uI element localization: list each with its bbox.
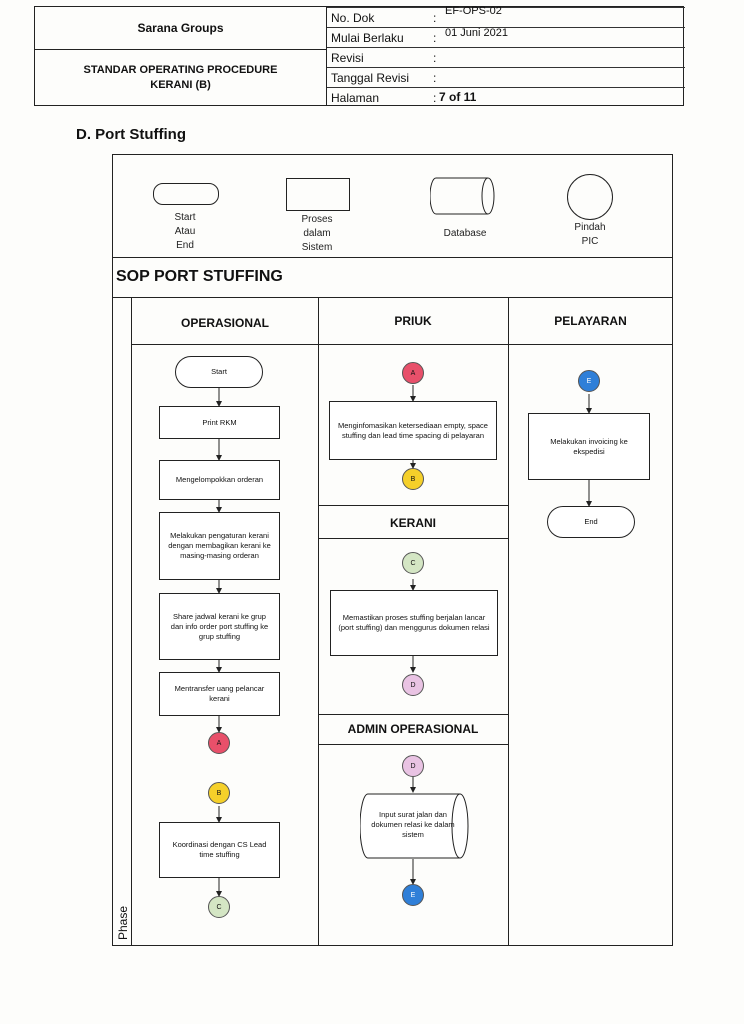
database-shape xyxy=(360,793,469,859)
legend-database-shape xyxy=(430,177,495,215)
connector-d-icon: D xyxy=(402,755,424,777)
legend-text: Atau xyxy=(174,226,196,237)
lane-divider xyxy=(318,298,319,946)
meta-row-halaman: Halaman : 7 of 11 xyxy=(327,87,685,106)
meta-row-tanggal-revisi: Tanggal Revisi : xyxy=(327,67,685,88)
meta-value: EF-OPS-02 xyxy=(445,5,502,17)
legend-database-label: Database xyxy=(443,228,487,239)
lane-title-priuk: PRIUK xyxy=(394,314,432,328)
document-header: Sarana Groups STANDAR OPERATING PROCEDUR… xyxy=(34,5,685,106)
process-print-rkm: Print RKM xyxy=(159,406,280,439)
flowchart-frame xyxy=(112,154,673,946)
sop-title-line2: KERANI (B) xyxy=(150,78,211,91)
lane-divider xyxy=(508,298,509,946)
section-title: D. Port Stuffing xyxy=(76,126,186,143)
database-input-surat-jalan: Input surat jalan dan dokumen relasi ke … xyxy=(371,810,455,839)
legend-text: PIC xyxy=(581,236,599,247)
end-terminator: End xyxy=(547,506,635,538)
connector-e-icon: E xyxy=(402,884,424,906)
meta-label: Tanggal Revisi xyxy=(331,71,410,85)
sop-title: SOP PORT STUFFING xyxy=(116,268,283,285)
process-menginfomasikan-ketersediaan: Menginfomasikan ketersediaan empty, spac… xyxy=(329,401,497,460)
process-melakukan-invoicing: Melakukan invoicing ke ekspedisi xyxy=(528,413,650,480)
connector-c-icon: C xyxy=(208,896,230,918)
lane-title-kerani: KERANI xyxy=(389,516,436,530)
lane-header-line xyxy=(132,344,673,345)
process-mengelompokkan-orderan: Mengelompokkan orderan xyxy=(159,460,280,500)
lane-header-line xyxy=(318,714,508,715)
lane-header-line xyxy=(318,538,508,539)
meta-colon: : xyxy=(433,51,437,65)
process-mentransfer-uang: Mentransfer uang pelancar kerani xyxy=(159,672,280,716)
legend-start-end-shape xyxy=(153,183,219,205)
connector-c-icon: C xyxy=(402,552,424,574)
legend-text: Pindah xyxy=(574,222,606,233)
meta-colon: : xyxy=(433,91,437,105)
sop-title-band xyxy=(112,257,673,298)
process-koordinasi-cs: Koordinasi dengan CS Lead time stuffing xyxy=(159,822,280,878)
legend-text: dalam xyxy=(303,228,331,239)
start-terminator: Start xyxy=(175,356,263,388)
title-cell: STANDAR OPERATING PROCEDURE KERANI (B) xyxy=(35,50,327,105)
meta-row-no-dok: No. Dok : EF-OPS-02 xyxy=(327,5,685,28)
process-pengaturan-kerani: Melakukan pengaturan kerani dengan memba… xyxy=(159,512,280,580)
lane-title-pelayaran: PELAYARAN xyxy=(554,314,627,328)
connector-a-icon: A xyxy=(208,732,230,754)
connector-d-icon: D xyxy=(402,674,424,696)
lane-header-line xyxy=(318,744,508,745)
legend-text: Sistem xyxy=(301,242,333,253)
legend-text: Proses xyxy=(301,214,333,225)
process-memastikan-stuffing: Memastikan proses stuffing berjalan lanc… xyxy=(330,590,498,656)
meta-row-mulai-berlaku: Mulai Berlaku : 01 Juni 2021 xyxy=(327,27,685,48)
meta-colon: : xyxy=(433,71,437,85)
connector-b-icon: B xyxy=(402,468,424,490)
connector-e-icon: E xyxy=(578,370,600,392)
meta-value: 7 of 11 xyxy=(439,90,477,104)
lane-title-operasional: OPERASIONAL xyxy=(180,316,269,330)
meta-value: 01 Juni 2021 xyxy=(445,27,508,39)
legend-process-shape xyxy=(286,178,350,211)
meta-label: Mulai Berlaku xyxy=(331,31,404,45)
legend-start-end-label: Start Atau End xyxy=(150,211,220,253)
legend-text: Start xyxy=(174,212,196,223)
meta-label: Halaman xyxy=(331,91,380,105)
sop-title-line1: STANDAR OPERATING PROCEDURE xyxy=(83,63,278,76)
meta-label: Revisi xyxy=(331,51,364,65)
company-name: Sarana Groups xyxy=(137,21,224,35)
connector-a-icon: A xyxy=(402,362,424,384)
phase-column xyxy=(112,298,132,946)
company-cell: Sarana Groups xyxy=(35,7,327,50)
connector-b-icon: B xyxy=(208,782,230,804)
meta-colon: : xyxy=(433,31,437,45)
legend-process-label: Proses dalam Sistem xyxy=(282,213,352,255)
lane-title-admin-operasional: ADMIN OPERASIONAL xyxy=(347,722,479,736)
meta-colon: : xyxy=(433,11,437,25)
legend-text: End xyxy=(176,240,194,251)
process-share-jadwal: Share jadwal kerani ke grup dan info ord… xyxy=(159,593,280,660)
meta-row-revisi: Revisi : xyxy=(327,47,685,68)
meta-label: No. Dok xyxy=(331,11,375,25)
legend-pindah-label: Pindah PIC xyxy=(557,221,623,249)
legend-pindah-shape xyxy=(567,174,613,220)
lane-header-line xyxy=(318,505,508,506)
